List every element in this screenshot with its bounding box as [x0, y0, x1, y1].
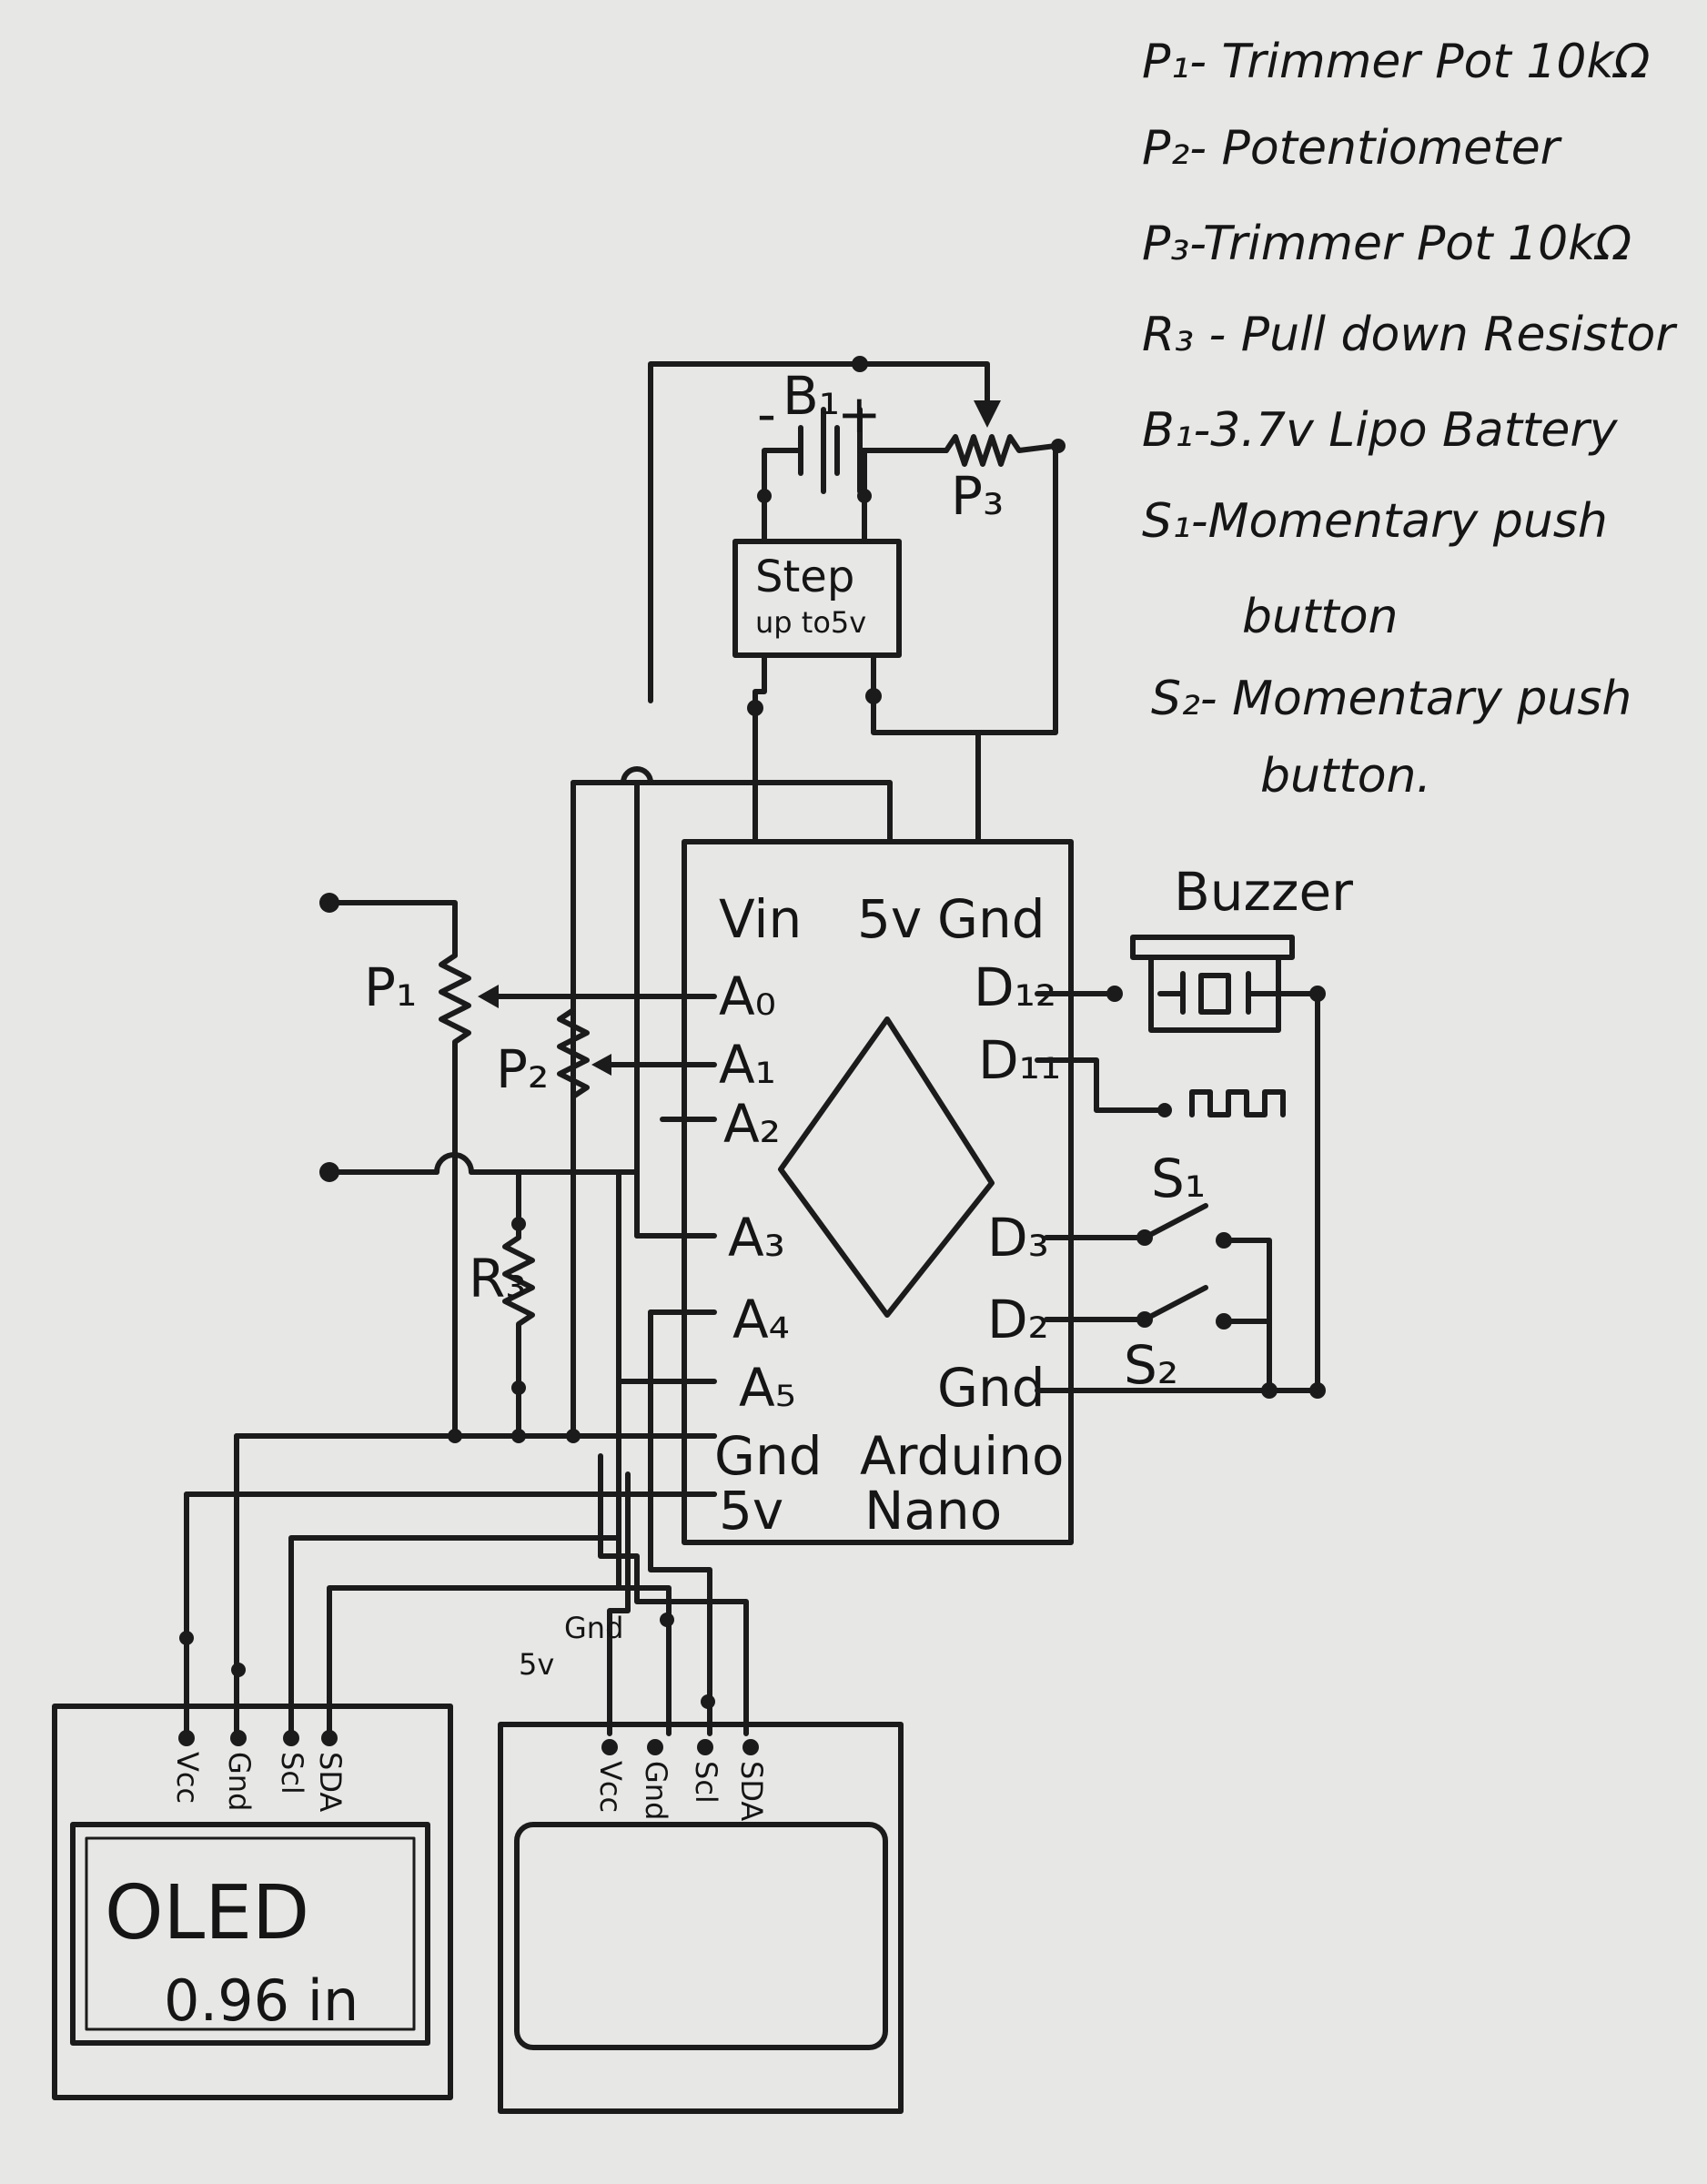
oled-wiring: Gnd 5v [179, 1309, 749, 1736]
pin-gnd-top: Gnd [937, 888, 1045, 950]
legend-s1-cont: button [1242, 590, 1399, 644]
switch-s2 [1142, 1285, 1208, 1322]
battery-b1: B₁ - + [757, 365, 882, 494]
junction-dot [852, 356, 868, 372]
oled1-size: 0.96 in [164, 1967, 359, 2034]
pwm-signal-icon [1189, 1089, 1286, 1117]
legend-p1: P₁- Trimmer Pot 10kΩ [1142, 35, 1651, 89]
pin-a5: A₅ [739, 1357, 796, 1419]
outputs-and-switches: Buzzer S₁ S₂ [1106, 861, 1353, 1399]
oled1-pin-gnd: Gnd [222, 1752, 257, 1811]
p1-wiper-arrow [478, 985, 499, 1008]
arduino-model: Nano [864, 1480, 1002, 1542]
arduino-name: Arduino [860, 1425, 1064, 1487]
oled1-board [52, 1704, 453, 2100]
potentiometer-p1 [439, 953, 471, 1439]
pin-a1: A₁ [719, 1034, 776, 1096]
stepup-out-wire [752, 652, 767, 844]
oled1-pin-sda: SDA [313, 1752, 348, 1812]
p3-label: P₃ [951, 465, 1004, 527]
power-section: B₁ - + P₃ Step up to5v [571, 356, 1066, 1131]
legend-s1: S₁-Momentary push [1142, 494, 1608, 549]
pin-gnd-left: Gnd [714, 1425, 823, 1487]
oled2-board [498, 1722, 904, 2114]
battery-minus: - [757, 383, 776, 445]
oled2-screen [514, 1822, 888, 2050]
legend-p2: P₂- Potentiometer [1142, 121, 1563, 176]
oled2-pin-scl: Scl [689, 1761, 723, 1804]
r3-label: R₃ [469, 1248, 527, 1309]
chip-outline [778, 1016, 995, 1318]
resistor-r3 [502, 1169, 535, 1439]
oled2-gnd-wire-label: Gnd [564, 1611, 623, 1645]
pin-a4: A₄ [732, 1289, 790, 1350]
trimmer-p3 [944, 434, 1058, 467]
pin-d3: D₃ [987, 1207, 1049, 1269]
pin-a2: A₂ [723, 1093, 781, 1155]
buzzer-label: Buzzer [1174, 861, 1353, 923]
battery-neg-wire [762, 448, 803, 544]
oled1-screen [70, 1822, 430, 2046]
s2-label: S₂ [1124, 1334, 1178, 1396]
p1-label: P₁ [364, 956, 417, 1018]
pin-a3: A₃ [728, 1207, 785, 1269]
wire-crossover [621, 766, 653, 785]
p3-wiper-arrow [974, 400, 1001, 428]
p2-label: P₂ [496, 1038, 549, 1100]
potentiometer-p2 [557, 989, 590, 1439]
analog-inputs: P₁ P₂ R₃ [319, 780, 640, 1443]
top-rail-wire [648, 361, 990, 703]
oled2-5v-wire-label: 5v [519, 1647, 554, 1682]
s1-label: S₁ [1151, 1148, 1206, 1209]
pin-a0: A₀ [719, 966, 776, 1027]
battery-label: B₁ [783, 365, 840, 427]
oled2-pin-sda: SDA [734, 1761, 769, 1821]
legend-s2: S₂- Momentary push [1151, 672, 1631, 726]
pin-d12: D₁₂ [974, 956, 1056, 1018]
5v-rail-wire [571, 780, 893, 844]
oled1-pin-vcc: Vcc [170, 1752, 205, 1804]
legend-s2-cont: button. [1260, 749, 1431, 804]
component-legend: P₁- Trimmer Pot 10kΩ P₂- Potentiometer P… [1142, 35, 1678, 804]
oled-display-2: Vcc Gnd Scl SDA [498, 1722, 904, 2114]
oled1-pin-scl: Scl [275, 1752, 309, 1795]
legend-r3: R₃ - Pull down Resistor [1142, 308, 1678, 362]
pin-d2: D₂ [987, 1289, 1049, 1350]
oled2-pin-gnd: Gnd [639, 1761, 673, 1820]
oled2-pin-vcc: Vcc [593, 1761, 628, 1813]
pin-5v-left: 5v [719, 1480, 783, 1542]
legend-b1: B₁-3.7v Lipo Battery [1142, 403, 1619, 458]
stepup-line1: Step [755, 551, 854, 602]
pin-vin: Vin [719, 888, 802, 950]
stepup-module [732, 539, 902, 658]
legend-p3: P₃-Trimmer Pot 10kΩ [1142, 217, 1631, 271]
battery-plus: + [837, 383, 882, 445]
arduino-board [682, 839, 1074, 1545]
buzzer-top [1130, 935, 1295, 960]
pin-gnd-right: Gnd [937, 1357, 1045, 1419]
oled-display-1: Vcc Gnd Scl SDA OLED 0.96 in [52, 1704, 453, 2100]
oled1-title: OLED [105, 1870, 309, 1956]
p2-wiper-arrow [591, 1054, 611, 1076]
switch-s1 [1142, 1203, 1208, 1240]
stepup-line2: up to5v [755, 605, 866, 640]
arduino-nano: Vin 5v Gnd A₀ A₁ A₂ A₃ A₄ A₅ Gnd 5v D₁₂ … [184, 839, 1322, 1545]
pin-5v-top: 5v [857, 888, 922, 950]
